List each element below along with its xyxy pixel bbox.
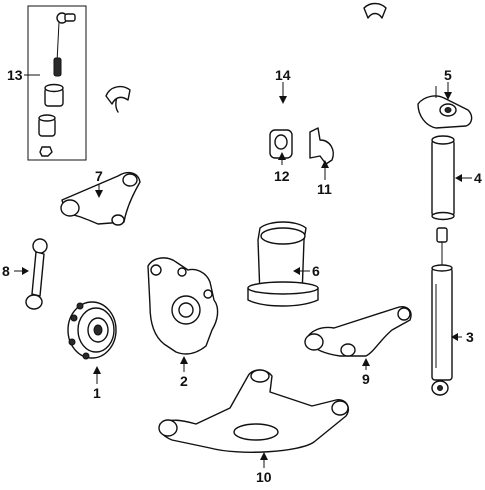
callout-6: 6	[312, 263, 320, 279]
part-5-shock-upper-mount[interactable]	[417, 86, 473, 129]
part-4-shock-dust-boot[interactable]	[431, 135, 455, 221]
callout-9: 9	[362, 371, 370, 387]
part-9-trailing-arm[interactable]	[304, 306, 412, 357]
part-3-shock-absorber[interactable]	[431, 227, 453, 396]
part-6-air-spring[interactable]	[247, 221, 319, 307]
leader-lines	[14, 74, 472, 468]
callout-1: 1	[93, 385, 101, 401]
part-11-stabilizer-bracket[interactable]	[309, 127, 334, 165]
part-10-lower-control-arm[interactable]	[158, 369, 350, 453]
callout-12: 12	[274, 168, 290, 184]
callout-14: 14	[275, 67, 291, 83]
callout-11: 11	[317, 181, 332, 197]
part-8-lateral-link[interactable]	[25, 238, 48, 310]
callout-13: 13	[7, 67, 23, 83]
callout-labels: 13 14 5 4 7 12 11 8 6 3 1 2 9 10	[2, 67, 482, 485]
part-14-stabilizer-bar[interactable]	[105, 2, 413, 145]
part-7-upper-control-arm[interactable]	[60, 171, 141, 226]
callout-7: 7	[95, 168, 103, 184]
callout-10: 10	[256, 469, 272, 485]
part-1-wheel-hub[interactable]	[67, 301, 117, 360]
callout-8: 8	[2, 263, 10, 279]
part-2-steering-knuckle[interactable]	[147, 257, 219, 355]
part-13-stabilizer-link-kit[interactable]	[27, 5, 87, 161]
part-12-stabilizer-bushing[interactable]	[269, 129, 293, 159]
callout-5: 5	[444, 67, 452, 83]
callout-4: 4	[474, 170, 482, 186]
callout-3: 3	[466, 329, 474, 345]
kit-box-frame	[27, 5, 87, 161]
callout-2: 2	[180, 373, 188, 389]
